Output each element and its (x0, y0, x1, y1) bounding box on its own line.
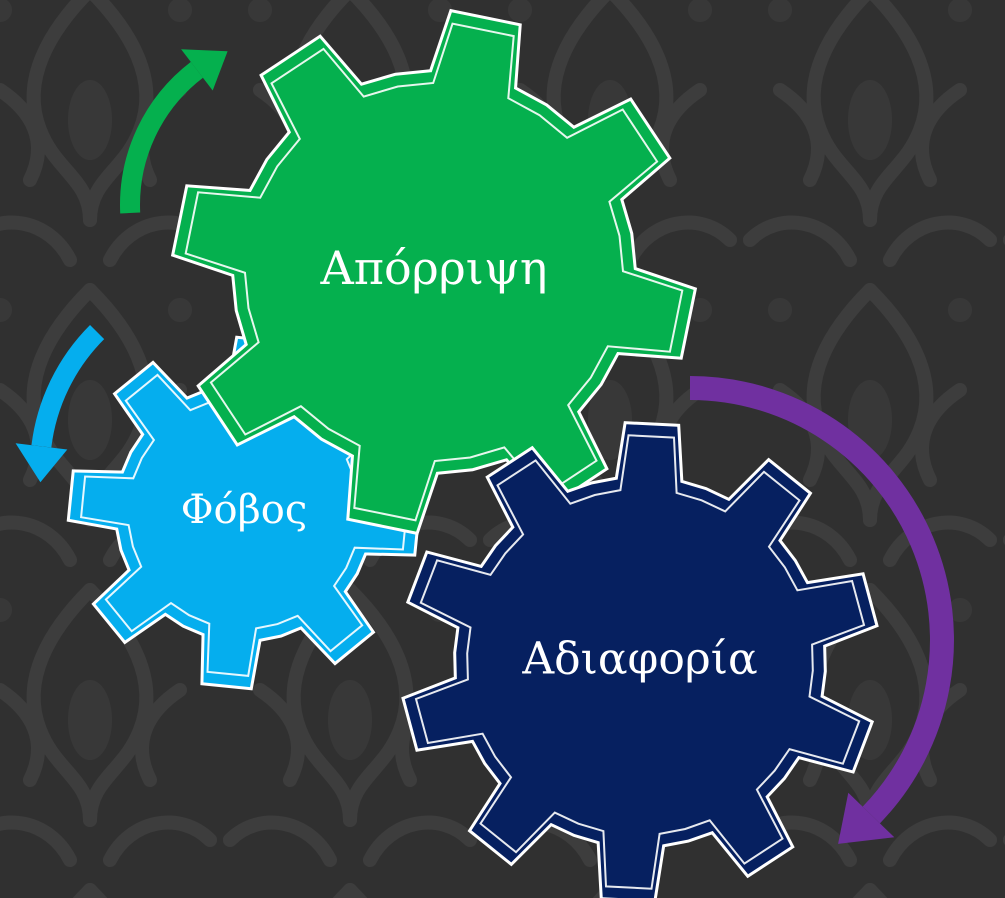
fear-gear-label: Φόβος (181, 487, 307, 533)
rejection-arrow (120, 61, 204, 214)
fear-arrow-head (15, 443, 68, 483)
rejection-gear-label: Απόρριψη (320, 241, 548, 295)
indifference-arrow-head (838, 792, 895, 844)
rejection-gear-shape (174, 12, 694, 532)
indifference-gear-inner-line (414, 434, 866, 890)
indifference-arrow (689, 376, 954, 824)
indifference-gear-label: Αδιαφορία (521, 634, 757, 685)
fear-arrow (31, 325, 105, 448)
rejection-gear: Απόρριψη (170, 8, 698, 536)
indifference-gear: Αδιαφορία (401, 421, 879, 898)
rejection-arrow-head (181, 49, 228, 91)
indifference-gear-shape (404, 424, 876, 898)
rejection-gear-inner-line (184, 22, 684, 522)
